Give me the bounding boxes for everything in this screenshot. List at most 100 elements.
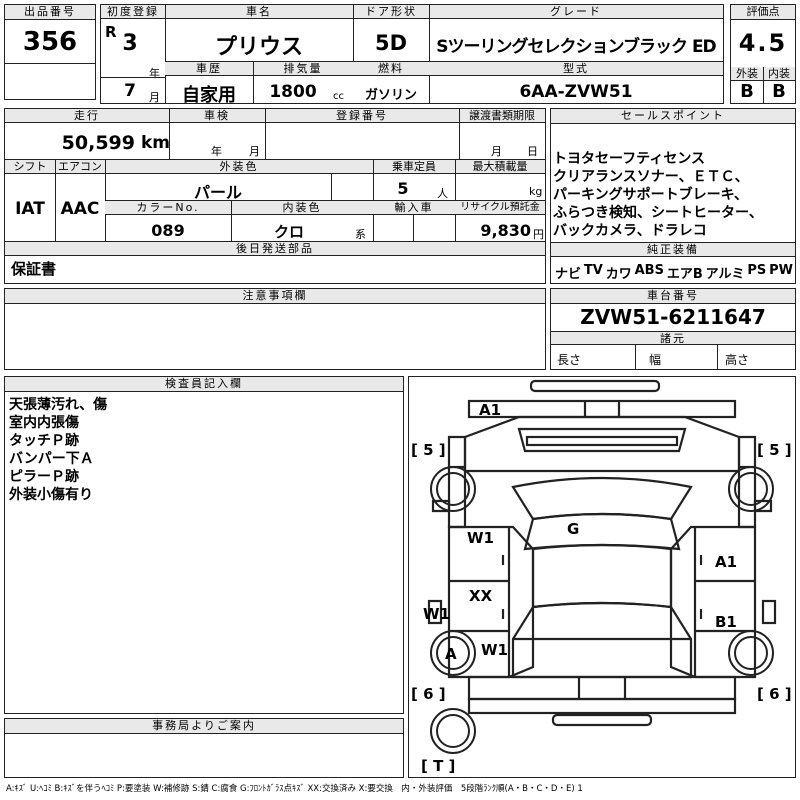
interior-color-value: クロ — [273, 223, 304, 241]
first-reg-label: 初度登録 — [101, 5, 165, 19]
shift-label: シフト — [5, 160, 55, 174]
inspection-label: 車検 — [169, 109, 265, 123]
spec-width: 幅 — [649, 353, 662, 367]
inspection-year-unit: 年 — [211, 145, 222, 158]
office-box: 事務局よりご案内 — [4, 718, 404, 778]
specs-label: 諸元 — [551, 331, 795, 345]
transfer-label: 譲渡書類期限 — [459, 109, 545, 123]
model-label: 型式 — [429, 62, 723, 76]
spec-height: 高さ — [725, 353, 750, 367]
displacement-value: 1800 — [269, 82, 317, 102]
first-reg-month: 7 — [124, 81, 136, 101]
notes-box: 注意事項欄 — [4, 288, 546, 370]
sales-point-box: セールスポイント トヨタセーフティセンス クリアランスソナー、ＥＴＣ、 パーキン… — [550, 108, 796, 284]
chassis-box: 車台番号 ZVW51-6211647 諸元 長さ 幅 高さ — [550, 288, 796, 370]
aircon-label: エアコン — [55, 160, 105, 174]
mileage-label: 走行 — [5, 109, 169, 123]
capacity-value: 5 — [397, 179, 409, 198]
bracket-fl: [ 5 ] — [411, 441, 446, 459]
mark-w1-a: W1 — [467, 529, 494, 547]
grade-label: グレード — [429, 5, 723, 19]
sales-point-label: セールスポイント — [551, 109, 795, 124]
equipment-item: PS — [747, 263, 767, 278]
bracket-fr: [ 5 ] — [757, 441, 792, 459]
mileage-unit: km — [141, 133, 171, 153]
year-unit: 年 — [149, 67, 160, 80]
spec-length: 長さ — [557, 353, 582, 367]
ext-score: B — [740, 81, 754, 102]
int-score-label: 内装 — [763, 67, 795, 81]
mark-w1-c: W1 — [481, 641, 508, 659]
equipment-item: アルミ — [705, 267, 745, 282]
inspector-line-6: 外装小傷有り — [9, 487, 93, 503]
car-name-label: 車名 — [165, 5, 353, 19]
mark-w1-b: W1 — [423, 605, 450, 623]
mark-xx: XX — [469, 587, 493, 605]
lot-label: 出品番号 — [5, 5, 95, 20]
equipment-item: PW — [769, 263, 793, 278]
int-score: B — [772, 81, 786, 102]
score-value: 4.5 — [738, 29, 788, 57]
max-load-unit: kg — [529, 185, 543, 198]
office-label: 事務局よりご案内 — [5, 719, 403, 734]
inspector-line-2: 室内内張傷 — [9, 415, 79, 431]
chassis-label: 車台番号 — [551, 289, 795, 304]
legend: A:ｷｽﾞ U:ﾍｺﾐ B:ｷｽﾞを伴うﾍｺﾐ P:要塗装 W:補修跡 S:錆 … — [6, 784, 583, 794]
transfer-month-unit: 月 — [491, 145, 502, 158]
equipment-item: エアB — [666, 267, 703, 282]
recycle-label: リサイクル預託金 — [455, 201, 545, 215]
shift-value: IAT — [15, 199, 45, 219]
mark-g: G — [567, 520, 579, 538]
chassis-number: ZVW51-6211647 — [580, 305, 766, 329]
damage-diagram-box: A1 G W1 XX W1 W1 A A1 B1 [ 5 ] [ 5 ] [ 6… — [408, 376, 796, 778]
inspection-month-unit: 月 — [249, 145, 260, 158]
sales-line-1: トヨタセーフティセンス — [553, 151, 706, 167]
capacity-label: 乗車定員 — [373, 160, 455, 174]
bracket-spare: [ T ] — [421, 757, 455, 775]
ext-score-label: 外装 — [731, 67, 763, 81]
equipment-list: ナビ TV カワ ABS エアB アルミ PS PW — [555, 263, 793, 282]
first-reg-year: 3 — [122, 31, 138, 56]
sales-line-2: クリアランスソナー、ＥＴＣ、 — [553, 169, 749, 185]
history-value: 自家用 — [182, 85, 236, 106]
mark-a1-right: A1 — [715, 553, 737, 571]
inspector-line-3: タッチＰ跡 — [9, 433, 79, 449]
mark-a1-top: A1 — [479, 401, 501, 419]
displacement-label: 排気量 — [253, 62, 353, 76]
car-name: プリウス — [214, 35, 303, 60]
car-diagram: A1 G W1 XX W1 W1 A A1 B1 [ 5 ] [ 5 ] [ 6… — [411, 379, 792, 775]
max-load-label: 最大積載量 — [455, 160, 545, 174]
sales-line-5: バックカメラ、ドラレコ — [553, 223, 707, 239]
vehicle-info-box: 初度登録 車名 ドア形状 グレード R 3 年 プリウス 5D Sツーリングセレ… — [100, 4, 724, 106]
fuel-value: ガソリン — [364, 88, 417, 103]
exterior-color-value: パール — [193, 183, 242, 202]
recycle-unit: 円 — [533, 228, 544, 241]
mark-a-wheel: A — [445, 645, 457, 663]
inspector-line-5: ピラーＰ跡 — [9, 469, 79, 485]
door-type: 5D — [374, 31, 408, 55]
interior-color-label: 内装色 — [231, 201, 373, 215]
equipment-item: TV — [583, 263, 603, 278]
lot-number: 356 — [22, 27, 78, 57]
transfer-day-unit: 日 — [527, 145, 538, 158]
notes-label: 注意事項欄 — [5, 289, 545, 304]
sales-line-4: ふらつき検知、シートヒーター、 — [553, 205, 763, 221]
history-label: 車歴 — [165, 62, 253, 76]
aircon-value: AAC — [60, 199, 100, 219]
later-parts-value: 保証書 — [11, 260, 57, 278]
bracket-rr: [ 6 ] — [757, 685, 792, 703]
sales-line-3: パーキングサポートブレーキ、 — [553, 187, 749, 203]
interior-color-unit: 系 — [355, 228, 366, 241]
score-box: 評価点 4.5 外装 内装 B B — [730, 4, 796, 104]
mark-b1: B1 — [715, 613, 737, 631]
displacement-unit: cc — [333, 91, 344, 102]
import-label: 輸入車 — [373, 201, 455, 215]
reg-no-label: 登録番号 — [265, 109, 459, 123]
equipment-item: ABS — [634, 263, 664, 278]
month-unit: 月 — [149, 91, 160, 104]
bracket-rl: [ 6 ] — [411, 685, 446, 703]
inspector-box: 検査員記入欄 天張薄汚れ、傷 室内内張傷 タッチＰ跡 バンパー下Ａ ピラーＰ跡 … — [4, 376, 404, 714]
grade-value: Sツーリングセレクションブラック ED — [436, 37, 716, 57]
color-no-label: カラーNo. — [105, 201, 231, 215]
door-label: ドア形状 — [353, 5, 429, 19]
